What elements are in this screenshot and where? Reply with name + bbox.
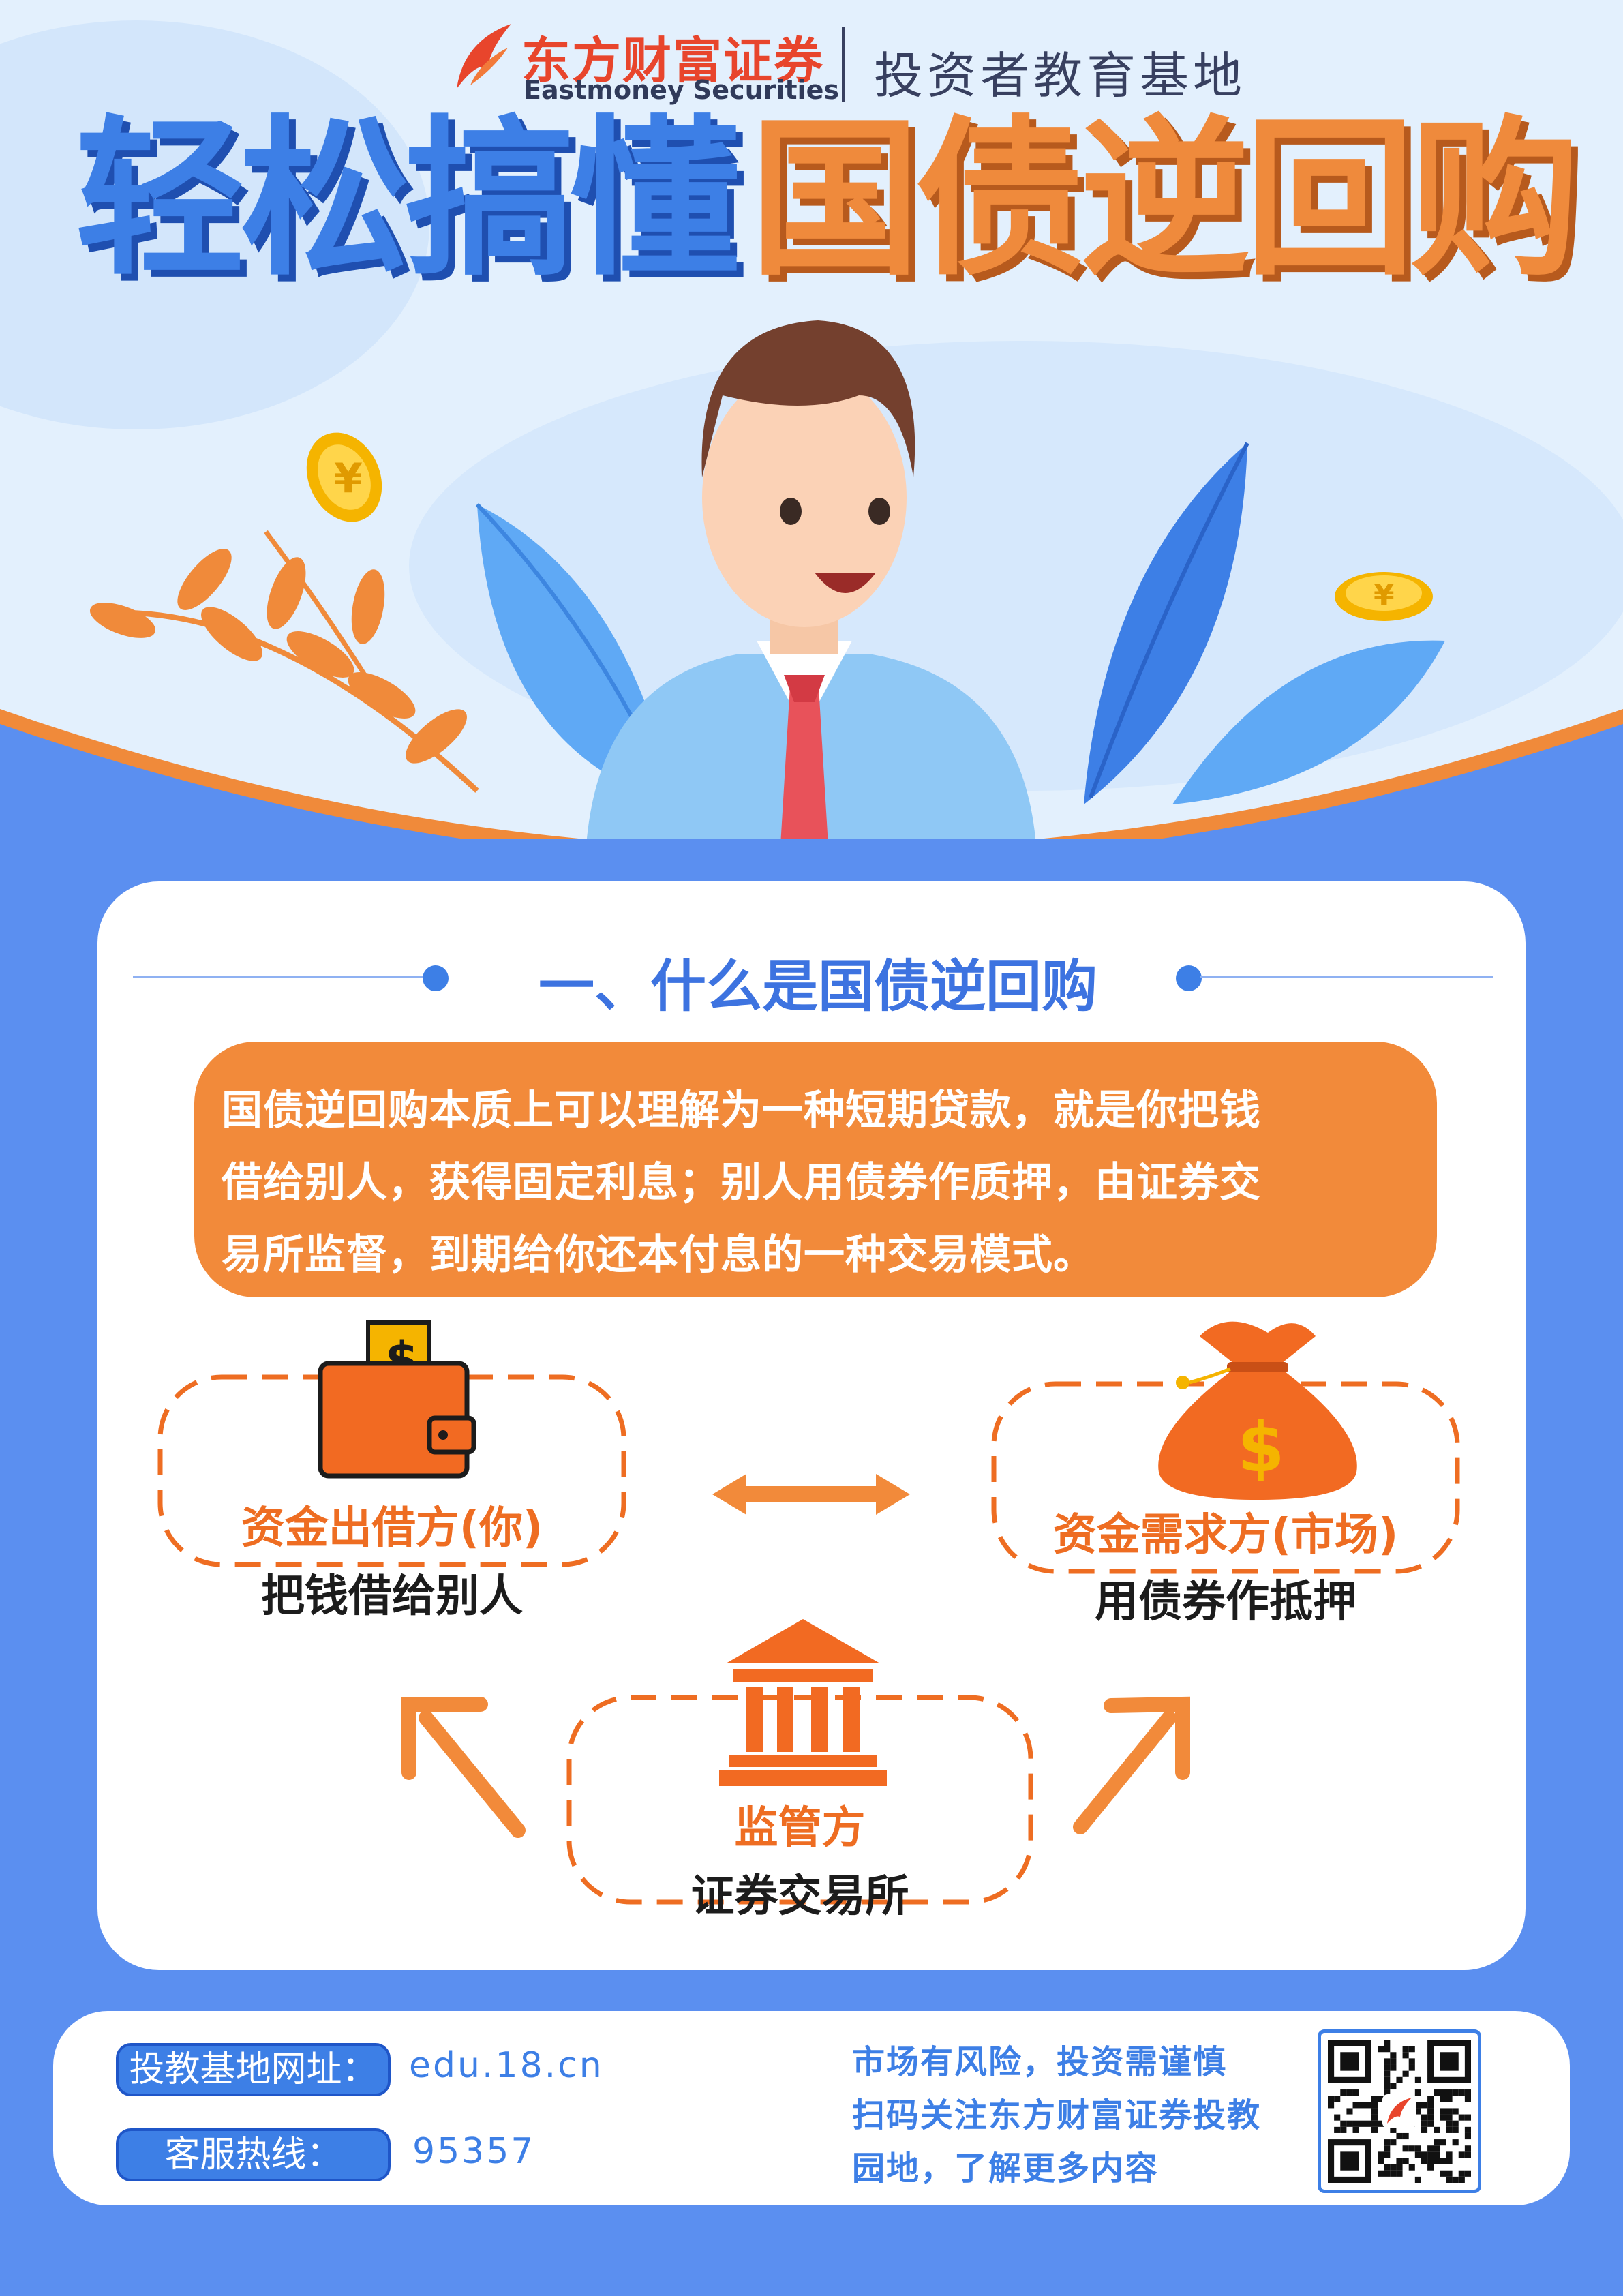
definition-line: 易所监督，到期给你还本付息的一种交易模式。: [222, 1231, 1095, 1279]
wallet-icon: $: [318, 1320, 476, 1479]
borrower-desc: 用债券作抵押: [1095, 1577, 1356, 1627]
follow-notice: 扫码关注东方财富证券投教: [852, 2096, 1262, 2134]
repo-flow-diagram: $ $: [157, 1320, 1460, 1905]
hero-illustration: ¥ ¥: [0, 20, 1623, 839]
orange-leaf-branch-icon: [90, 530, 479, 793]
page-title-part2: 国债逆回购: [750, 100, 1580, 299]
hero-background: ¥ ¥: [0, 0, 1623, 839]
lender-desc: 把钱借给别人: [261, 1571, 523, 1622]
businessman-avatar: [587, 320, 1035, 839]
borrower-label: 资金需求方(市场): [1052, 1510, 1399, 1560]
regulator-label: 监管方: [734, 1803, 866, 1854]
brand-header: 东方财富证券 Eastmoney Securities 投资者教育基地: [436, 20, 1254, 105]
section-divider-left: [133, 976, 426, 978]
page-title-part1: 轻松搞懂: [75, 100, 740, 299]
coin-icon: ¥: [1335, 572, 1433, 621]
divider: [842, 27, 845, 102]
money-bag-icon: $: [1158, 1321, 1357, 1500]
svg-text:¥: ¥: [334, 455, 363, 502]
brand-name-cn: 东方财富证券: [521, 32, 825, 89]
coin-icon: ¥: [306, 432, 382, 522]
site-url-link[interactable]: edu.18.cn: [409, 2045, 604, 2086]
eastmoney-logo-icon: [457, 24, 511, 89]
header-subtitle: 投资者教育基地: [874, 47, 1247, 104]
qr-code[interactable]: [1318, 2029, 1481, 2193]
lender-label: 资金出借方(你): [241, 1503, 543, 1554]
section-dot-left: [423, 965, 449, 991]
brand-name-en: Eastmoney Securities: [524, 75, 839, 105]
regulator-desc: 证券交易所: [691, 1871, 909, 1922]
section-divider-right: [1200, 976, 1493, 978]
site-label-badge: 投教基地网址：: [116, 2043, 391, 2096]
hotline-label-badge: 客服热线：: [116, 2128, 391, 2181]
blue-leaf-right-icon: [1084, 442, 1445, 804]
qr-code-icon: [1328, 2040, 1471, 2183]
risk-notice: 市场有风险，投资需谨慎: [852, 2043, 1228, 2081]
bank-building-icon: [719, 1619, 887, 1786]
arrow-up-right-icon: [1073, 1696, 1190, 1834]
definition-box: 国债逆回购本质上可以理解为一种短期贷款，就是你把钱 借给别人，获得固定利息；别人…: [194, 1042, 1437, 1297]
definition-line: 国债逆回购本质上可以理解为一种短期贷款，就是你把钱: [222, 1087, 1261, 1134]
double-arrow-icon: [712, 1474, 910, 1515]
section-title: 一、什么是国债逆回购: [538, 954, 1097, 1019]
section-dot-right: [1176, 965, 1202, 991]
svg-text:$: $: [1237, 1408, 1285, 1487]
hotline-number[interactable]: 95357: [412, 2131, 536, 2172]
svg-text:¥: ¥: [1374, 578, 1395, 613]
arrow-up-left-icon: [401, 1697, 526, 1838]
definition-line: 借给别人，获得固定利息；别人用债券作质押，由证券交: [222, 1159, 1261, 1207]
follow-notice-cont: 园地，了解更多内容: [852, 2149, 1159, 2188]
regulator-box: [566, 1695, 1033, 1905]
